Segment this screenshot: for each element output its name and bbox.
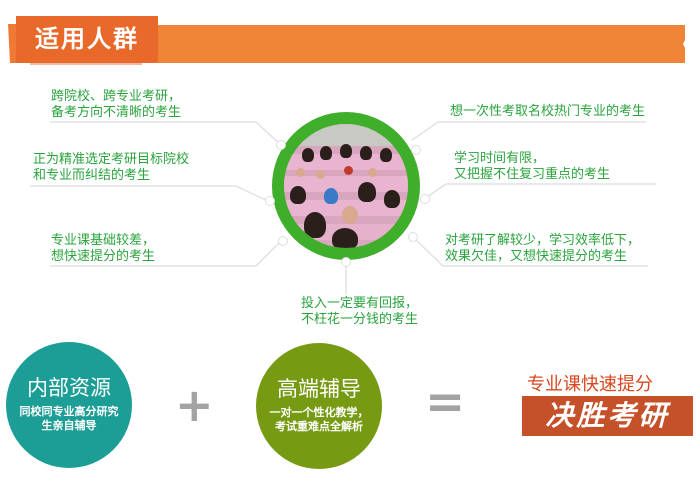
connector-node (265, 196, 275, 206)
connector-node (420, 194, 430, 204)
equals-sign: = (425, 374, 466, 430)
header-tab (16, 16, 158, 63)
section-title: 适用人群 (35, 25, 139, 53)
audience-text-line: 备考方向不清晰的考生 (51, 105, 182, 120)
banner-notch (683, 25, 693, 63)
premium-tutoring-desc: 一对一个性化教学， (269, 406, 369, 419)
internal-resources-desc: 同校同专业高分研究 (19, 405, 119, 418)
internal-resources-circle: 内部资源 同校同专业高分研究 生亲自辅导 (6, 342, 132, 468)
banner-shadow (30, 63, 142, 65)
audience-text-line: 专业课基础较差， (51, 233, 156, 248)
premium-tutoring-desc: 考试重难点全解析 (275, 420, 363, 433)
audience-text-line: 学习时间有限， (454, 151, 546, 166)
audience-left-3: 专业课基础较差， 想快速提分的考生 (51, 233, 155, 265)
premium-tutoring-circle: 高端辅导 一对一个性化教学， 考试重难点全解析 (256, 343, 382, 469)
result-subtitle: 专业课快速提分 (527, 374, 653, 395)
audience-text-line: 跨院校、跨专业考研， (51, 89, 182, 104)
audience-text-line: 和专业而纠结的考生 (33, 168, 151, 183)
audience-text-line: 想一次性考取名校热门专业的考生 (450, 104, 646, 119)
audience-right-3: 对考研了解较少，学习效率低下， 效果欠佳，又想快速提分的考生 (445, 233, 640, 265)
connector-node (408, 232, 418, 242)
audience-right-1: 想一次性考取名校热门专业的考生 (450, 104, 645, 120)
connector-node (276, 140, 286, 150)
audience-right-2: 学习时间有限， 又把握不住复习重点的考生 (454, 151, 610, 183)
audience-left-2: 正为精准选定考研目标院校 和专业而纠结的考生 (33, 152, 189, 184)
audience-text-line: 效果欠佳，又想快速提分的考生 (445, 249, 628, 264)
audience-text-line: 正为精准选定考研目标院校 (33, 152, 190, 167)
internal-resources-title: 内部资源 (27, 376, 111, 400)
audience-text-line: 投入一定要有回报， (301, 296, 419, 311)
plus-sign: + (175, 378, 214, 432)
connector-node (278, 236, 288, 246)
connector-node (341, 257, 351, 267)
audience-bottom: 投入一定要有回报， 不枉花一分钱的考生 (301, 296, 418, 328)
audience-text-line: 又把握不住复习重点的考生 (454, 167, 611, 182)
result-title: 决胜考研 (522, 396, 693, 436)
audience-text-line: 对考研了解较少，学习效率低下， (445, 233, 641, 248)
premium-tutoring-title: 高端辅导 (277, 377, 361, 401)
connector-node (411, 145, 421, 155)
audience-text-line: 不枉花一分钱的考生 (301, 312, 419, 327)
connector-lines (30, 121, 656, 294)
audience-left-1: 跨院校、跨专业考研， 备考方向不清晰的考生 (51, 89, 181, 121)
banner-fold (8, 24, 18, 63)
audience-text-line: 想快速提分的考生 (51, 249, 156, 264)
internal-resources-desc: 生亲自辅导 (41, 419, 97, 432)
classroom-photo (284, 124, 408, 248)
